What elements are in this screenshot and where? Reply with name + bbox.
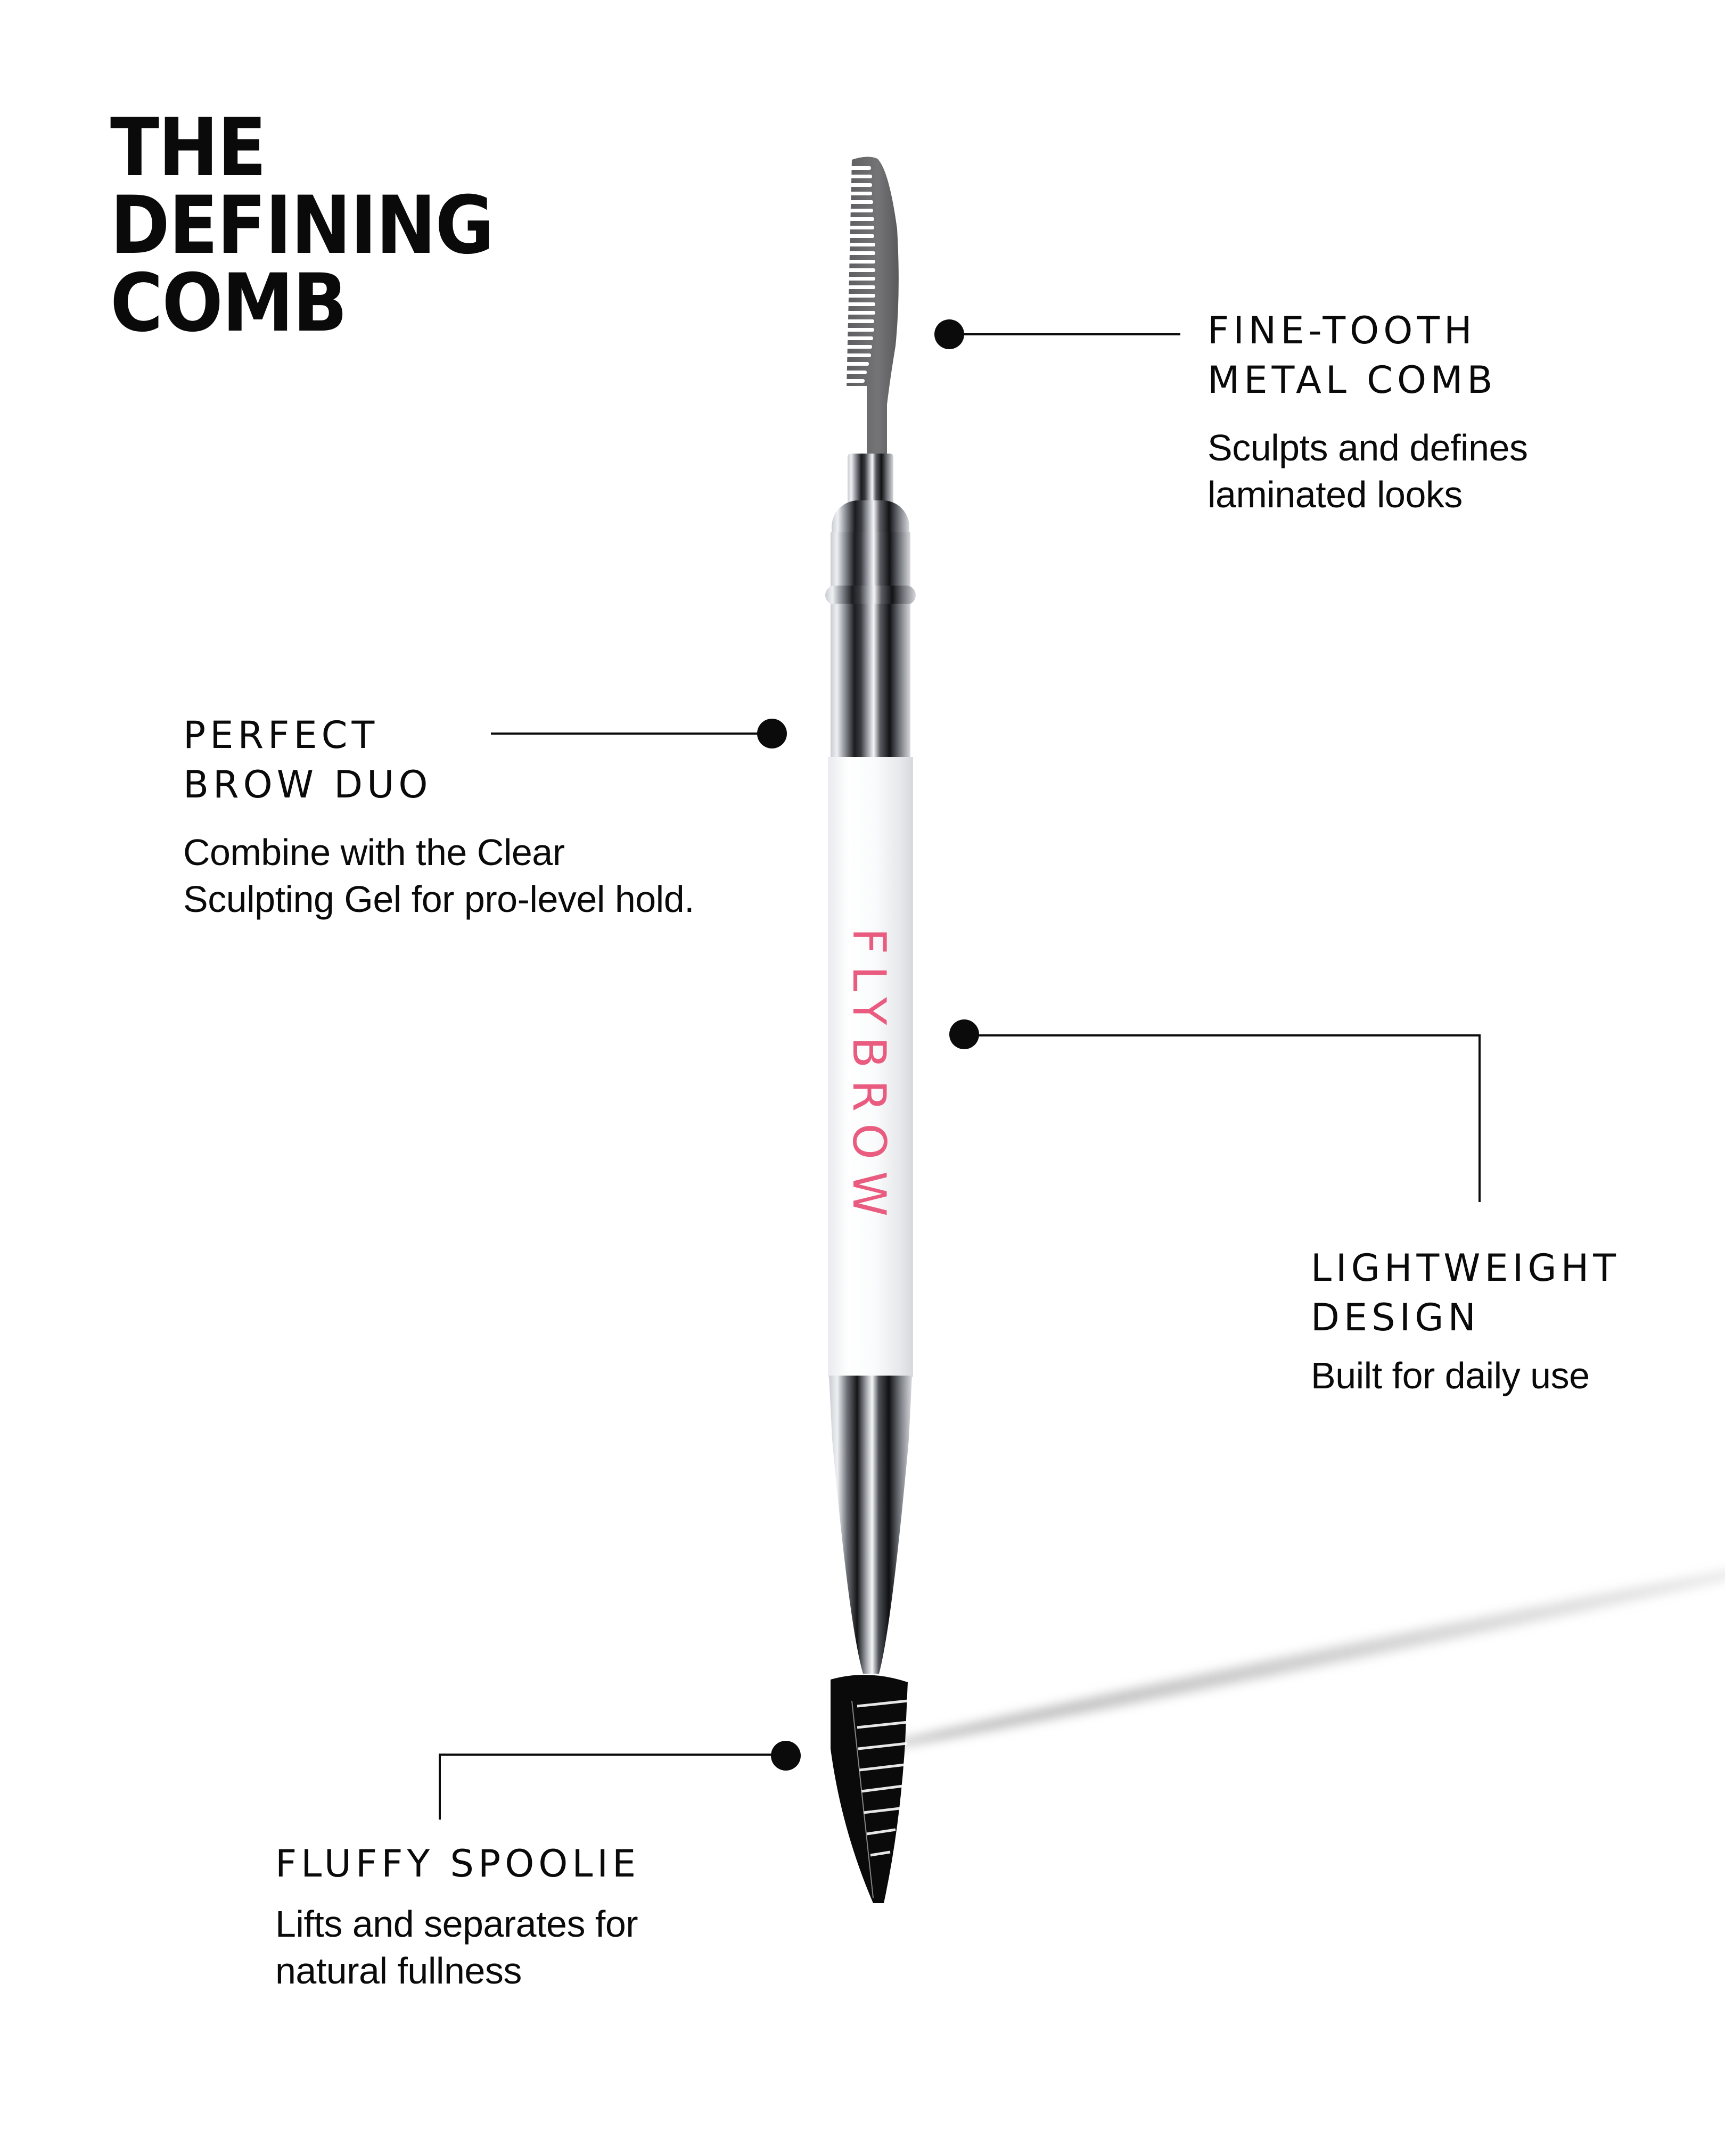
heading-line: BROW DUO: [183, 763, 432, 807]
callout-line-comb: [949, 333, 1180, 335]
ferrule-shoulder: [832, 500, 909, 538]
page-title: THE DEFINING COMB: [110, 102, 494, 350]
comb-icon: [836, 157, 899, 460]
callout-line-duo: [491, 733, 772, 735]
heading-line: PERFECT: [183, 713, 379, 757]
spoolie-icon: [831, 1675, 908, 1903]
handle: [828, 757, 913, 1377]
ferrule-lower: [831, 604, 910, 758]
callout-fine-tooth: FINE-TOOTH METAL COMB Sculpts and define…: [1208, 306, 1528, 518]
callout-perfect-brow-duo: PERFECT BROW DUO Combine with the Clear …: [183, 711, 695, 923]
title-line-2: DEFINING: [110, 179, 494, 272]
body-line: laminated looks: [1208, 474, 1463, 515]
ferrule-ring: [825, 586, 916, 605]
lower-ferrule: [829, 1376, 912, 1674]
heading-line: DESIGN: [1311, 1296, 1480, 1339]
callout-body: Lifts and separates for natural fullness: [275, 1900, 640, 1994]
callout-heading: FINE-TOOTH METAL COMB: [1208, 306, 1527, 405]
callout-body: Sculpts and defines laminated looks: [1208, 424, 1528, 518]
callout-line-spoolie-h: [439, 1754, 774, 1756]
callout-heading: LIGHTWEIGHT DESIGN: [1311, 1244, 1620, 1343]
body-line: natural fullness: [275, 1950, 522, 1992]
callout-line-lightweight-h: [964, 1034, 1481, 1036]
callout-heading: PERFECT BROW DUO: [183, 711, 694, 810]
callout-body: Built for daily use: [1311, 1352, 1620, 1399]
ferrule-neck: [848, 454, 893, 504]
body-line: Combine with the Clear: [183, 832, 565, 873]
callout-dot-duo: [757, 719, 787, 748]
body-line: Sculpting Gel for pro-level hold.: [183, 878, 695, 920]
body-line: Sculpts and defines: [1208, 427, 1528, 468]
brand-label: FLYBROW: [842, 928, 896, 1228]
callout-lightweight: LIGHTWEIGHT DESIGN Built for daily use: [1311, 1244, 1620, 1399]
title-line-3: COMB: [110, 257, 348, 350]
callout-spoolie: FLUFFY SPOOLIE Lifts and separates for n…: [275, 1839, 640, 1994]
body-line: Built for daily use: [1311, 1355, 1590, 1396]
callout-dot-spoolie: [771, 1741, 801, 1771]
heading-line: FLUFFY SPOOLIE: [275, 1842, 640, 1886]
brand-logo: FLYBROW: [829, 928, 909, 1228]
callout-body: Combine with the Clear Sculpting Gel for…: [183, 829, 695, 923]
callout-line-lightweight-v: [1478, 1034, 1481, 1202]
body-line: Lifts and separates for: [275, 1903, 638, 1945]
heading-line: METAL COMB: [1208, 358, 1497, 402]
ferrule-upper: [831, 532, 910, 588]
title-line-1: THE: [110, 102, 267, 194]
heading-line: LIGHTWEIGHT: [1311, 1246, 1621, 1290]
callout-heading: FLUFFY SPOOLIE: [275, 1839, 640, 1889]
callout-line-spoolie-v: [439, 1754, 441, 1820]
product-shadow: [872, 1550, 1725, 1757]
heading-line: FINE-TOOTH: [1208, 309, 1476, 352]
